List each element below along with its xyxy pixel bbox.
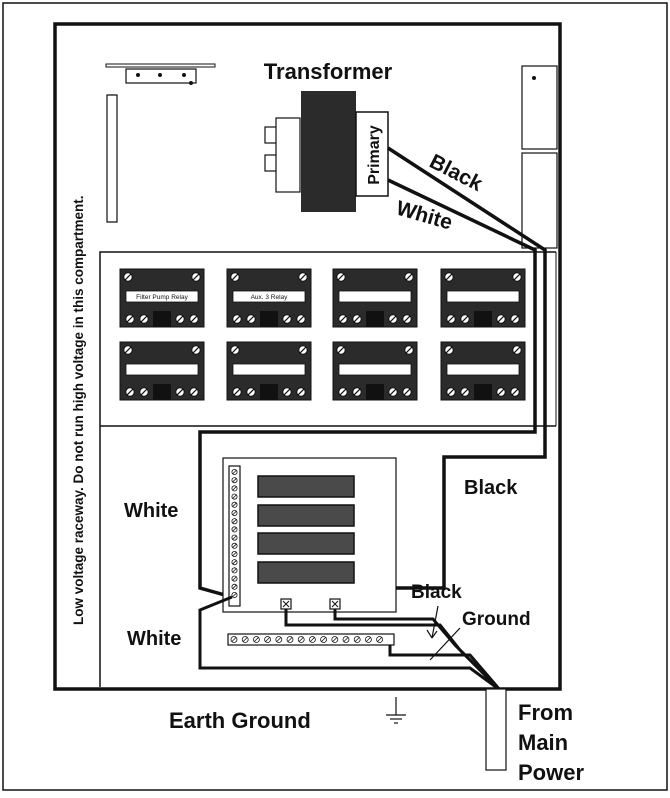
- relay: [440, 341, 526, 401]
- main-power-conduit: [485, 688, 507, 771]
- neutral-bar: [228, 465, 241, 607]
- inner-panel-outline: [99, 251, 556, 687]
- relay: [332, 268, 418, 328]
- transformer: [264, 91, 389, 212]
- primary-wires: [198, 146, 547, 599]
- relay: [332, 341, 418, 401]
- power-label: Power: [518, 760, 584, 785]
- lower-wires: [198, 595, 502, 692]
- breaker-panel: [222, 457, 397, 613]
- relay: [226, 341, 312, 401]
- transformer-label: Transformer: [264, 59, 393, 84]
- black-mid-label: Black: [464, 477, 518, 499]
- relay: Filter Pump Relay: [119, 268, 205, 328]
- relay: Aux. 3 Relay: [226, 268, 312, 328]
- mounting-bracket: [105, 63, 216, 223]
- door-latch: [521, 65, 558, 249]
- relay: [440, 268, 526, 328]
- ground-label: Ground: [462, 609, 531, 630]
- raceway-note: Low voltage raceway. Do not run high vol…: [71, 195, 86, 625]
- relay-grid: Filter Pump Relay Aux. 3 Relay: [119, 268, 526, 401]
- white-left-label: White: [124, 500, 178, 522]
- ground-wire: [386, 605, 461, 724]
- black-lower-label: Black: [411, 582, 462, 603]
- relay: [119, 341, 205, 401]
- from-label: From: [518, 700, 573, 725]
- white-lower-label: White: [127, 628, 181, 650]
- relay-label: Filter Pump Relay: [136, 294, 188, 301]
- primary-label: Primary: [366, 125, 383, 185]
- earth-ground-label: Earth Ground: [169, 708, 311, 733]
- relay-label: Aux. 3 Relay: [251, 294, 289, 301]
- main-label: Main: [518, 730, 568, 755]
- ground-bar: [227, 633, 395, 646]
